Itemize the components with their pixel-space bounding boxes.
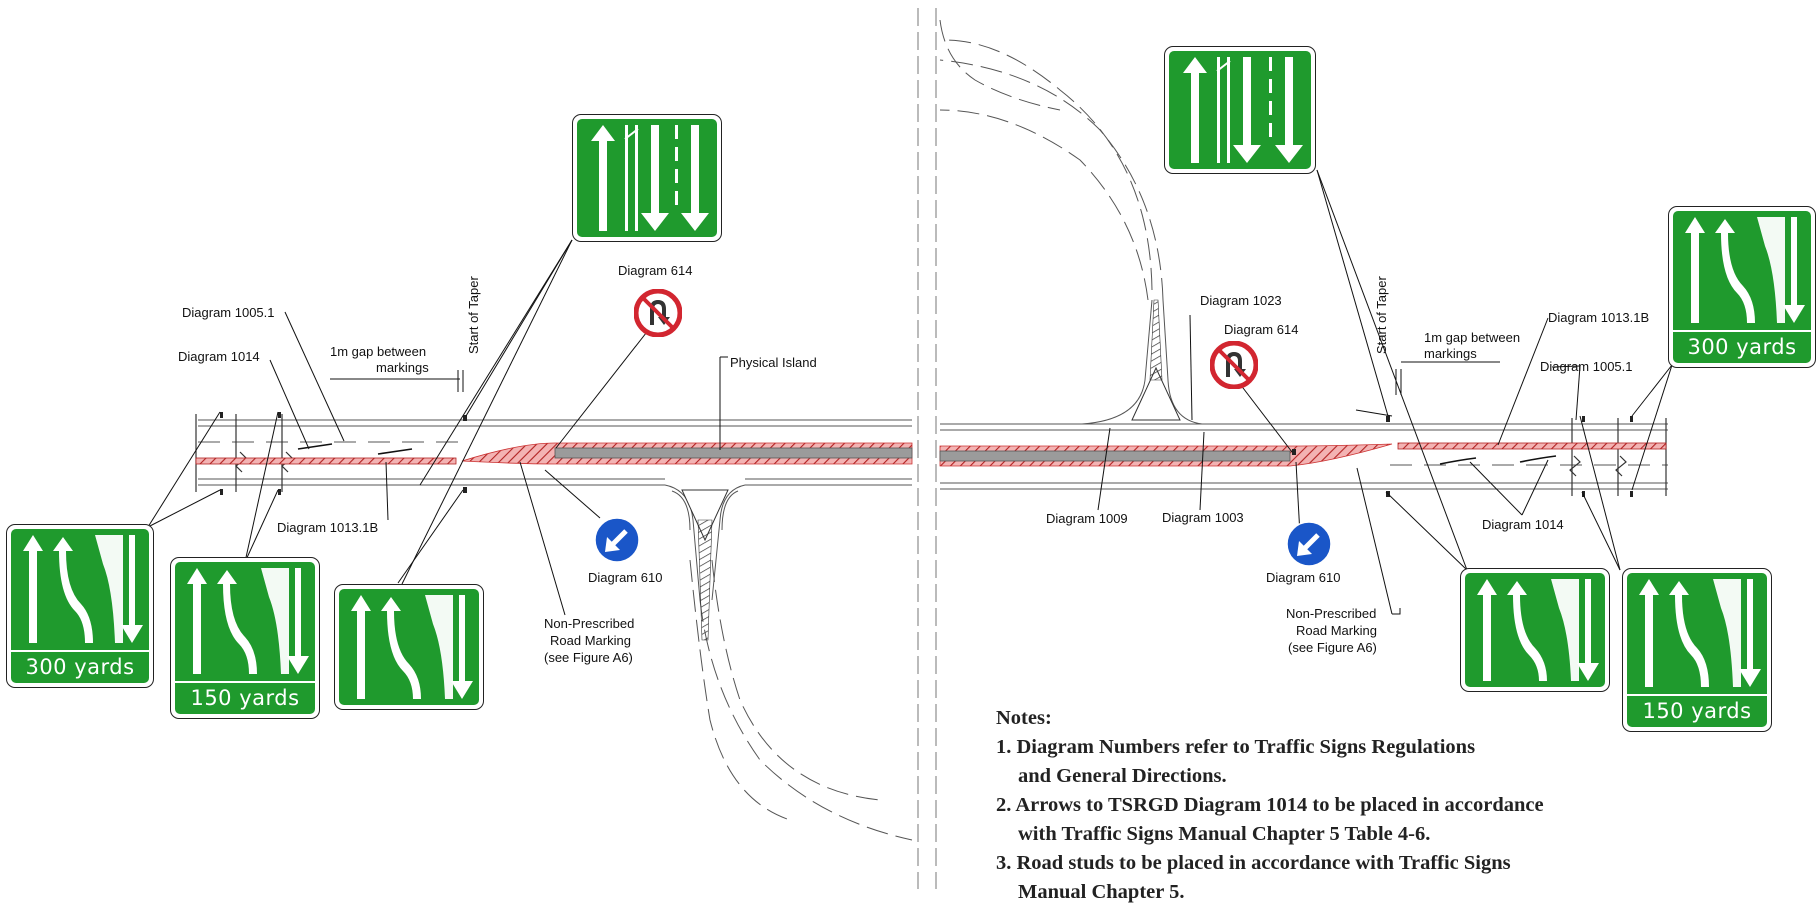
no-u-turn-icon bbox=[634, 289, 682, 337]
hatched-centre-left bbox=[195, 457, 457, 465]
start-of-taper-label-right: Start of Taper bbox=[1374, 276, 1389, 354]
note-3-line-1: 3. Road studs to be placed in accordance… bbox=[996, 852, 1511, 874]
diagram-1013-1b-label-left: Diagram 1013.1B bbox=[277, 520, 379, 535]
hatched-centre-right bbox=[1397, 442, 1667, 450]
lane-gain-sign-150-right: 150 yards bbox=[1622, 568, 1772, 732]
note-2-line-1: 2. Arrows to TSRGD Diagram 1014 to be pl… bbox=[996, 794, 1544, 816]
start-of-taper-label-left: Start of Taper bbox=[466, 276, 481, 354]
lane-arrow-icon bbox=[1685, 217, 1805, 323]
note-1-line-1: 1. Diagram Numbers refer to Traffic Sign… bbox=[996, 736, 1476, 758]
diagram-610-label-right: Diagram 610 bbox=[1266, 570, 1341, 585]
lane-arrow-icon bbox=[1477, 579, 1599, 681]
note-2-line-2: with Traffic Signs Manual Chapter 5 Tabl… bbox=[1018, 823, 1431, 845]
non-prescribed-label-right-3: (see Figure A6) bbox=[1288, 640, 1377, 655]
physical-island-left bbox=[554, 447, 913, 459]
distance-plate: 150 yards bbox=[175, 681, 315, 714]
non-prescribed-label-right-2: Road Marking bbox=[1296, 623, 1377, 638]
note-1-line-2: and General Directions. bbox=[1018, 765, 1227, 787]
diagram-610-label-left: Diagram 610 bbox=[588, 570, 663, 585]
physical-island-right bbox=[939, 450, 1291, 462]
lane-arrow-icon bbox=[351, 595, 473, 699]
gap-label-left-1: 1m gap between bbox=[330, 344, 427, 359]
diagram-1005-1-label-right: Diagram 1005.1 bbox=[1540, 359, 1633, 374]
diagram-1014-label-right: Diagram 1014 bbox=[1482, 517, 1564, 532]
left-carriageway bbox=[198, 419, 912, 486]
notes-title: Notes: bbox=[996, 707, 1052, 729]
notes-block: Notes: 1. Diagram Numbers refer to Traff… bbox=[996, 704, 1756, 907]
physical-island-label: Physical Island bbox=[730, 355, 817, 370]
lane-gain-sign-300-left: 300 yards bbox=[6, 524, 154, 688]
lane-arrow-icon bbox=[23, 535, 143, 643]
match-line bbox=[917, 8, 937, 889]
no-u-turn-icon bbox=[1210, 341, 1258, 389]
distance-plate: 150 yards bbox=[1627, 694, 1767, 727]
gap-label-left-2: markings bbox=[376, 360, 429, 375]
diagram-1009-label: Diagram 1009 bbox=[1046, 511, 1128, 526]
distance-plate: 300 yards bbox=[11, 650, 149, 683]
right-carriageway bbox=[940, 423, 1668, 490]
right-side-road bbox=[939, 19, 1203, 425]
diagram-1003-label: Diagram 1003 bbox=[1162, 510, 1244, 525]
gap-label-right-1: 1m gap between bbox=[1424, 330, 1521, 345]
diagram-1023-label: Diagram 1023 bbox=[1200, 293, 1282, 308]
lane-arrow-icon bbox=[187, 568, 309, 674]
lane-gain-sign-150-left: 150 yards bbox=[170, 557, 320, 719]
diagram-1014-label-left: Diagram 1014 bbox=[178, 349, 260, 364]
diagram-1005-1-label-left: Diagram 1005.1 bbox=[182, 305, 275, 320]
diagram-614-label-left: Diagram 614 bbox=[618, 263, 693, 278]
distance-plate: 300 yards bbox=[1673, 330, 1811, 363]
lane-arrow-icon bbox=[1183, 57, 1303, 163]
note-3-line-2: Manual Chapter 5. bbox=[1018, 881, 1185, 903]
non-prescribed-label-left-1: Non-Prescribed bbox=[544, 616, 635, 631]
gap-label-right-2: markings bbox=[1424, 346, 1477, 361]
non-prescribed-label-right-1: Non-Prescribed bbox=[1286, 606, 1377, 621]
lane-sign-top-right bbox=[1164, 46, 1316, 174]
lane-arrow-icon bbox=[591, 125, 709, 231]
keep-left-arrow-icon bbox=[1286, 521, 1332, 567]
lane-gain-sign-300-right: 300 yards bbox=[1668, 206, 1816, 368]
lane-gain-sign-left bbox=[334, 584, 484, 710]
lane-gain-sign-right bbox=[1460, 568, 1610, 692]
non-prescribed-label-left-2: Road Marking bbox=[550, 633, 631, 648]
diagram-1013-1b-label-right: Diagram 1013.1B bbox=[1548, 310, 1650, 325]
diagram-614-label-right: Diagram 614 bbox=[1224, 322, 1299, 337]
lane-sign-top-left bbox=[572, 114, 722, 242]
non-prescribed-label-left-3: (see Figure A6) bbox=[544, 650, 633, 665]
keep-left-arrow-icon bbox=[594, 517, 640, 563]
lane-arrow-icon bbox=[1639, 579, 1761, 687]
